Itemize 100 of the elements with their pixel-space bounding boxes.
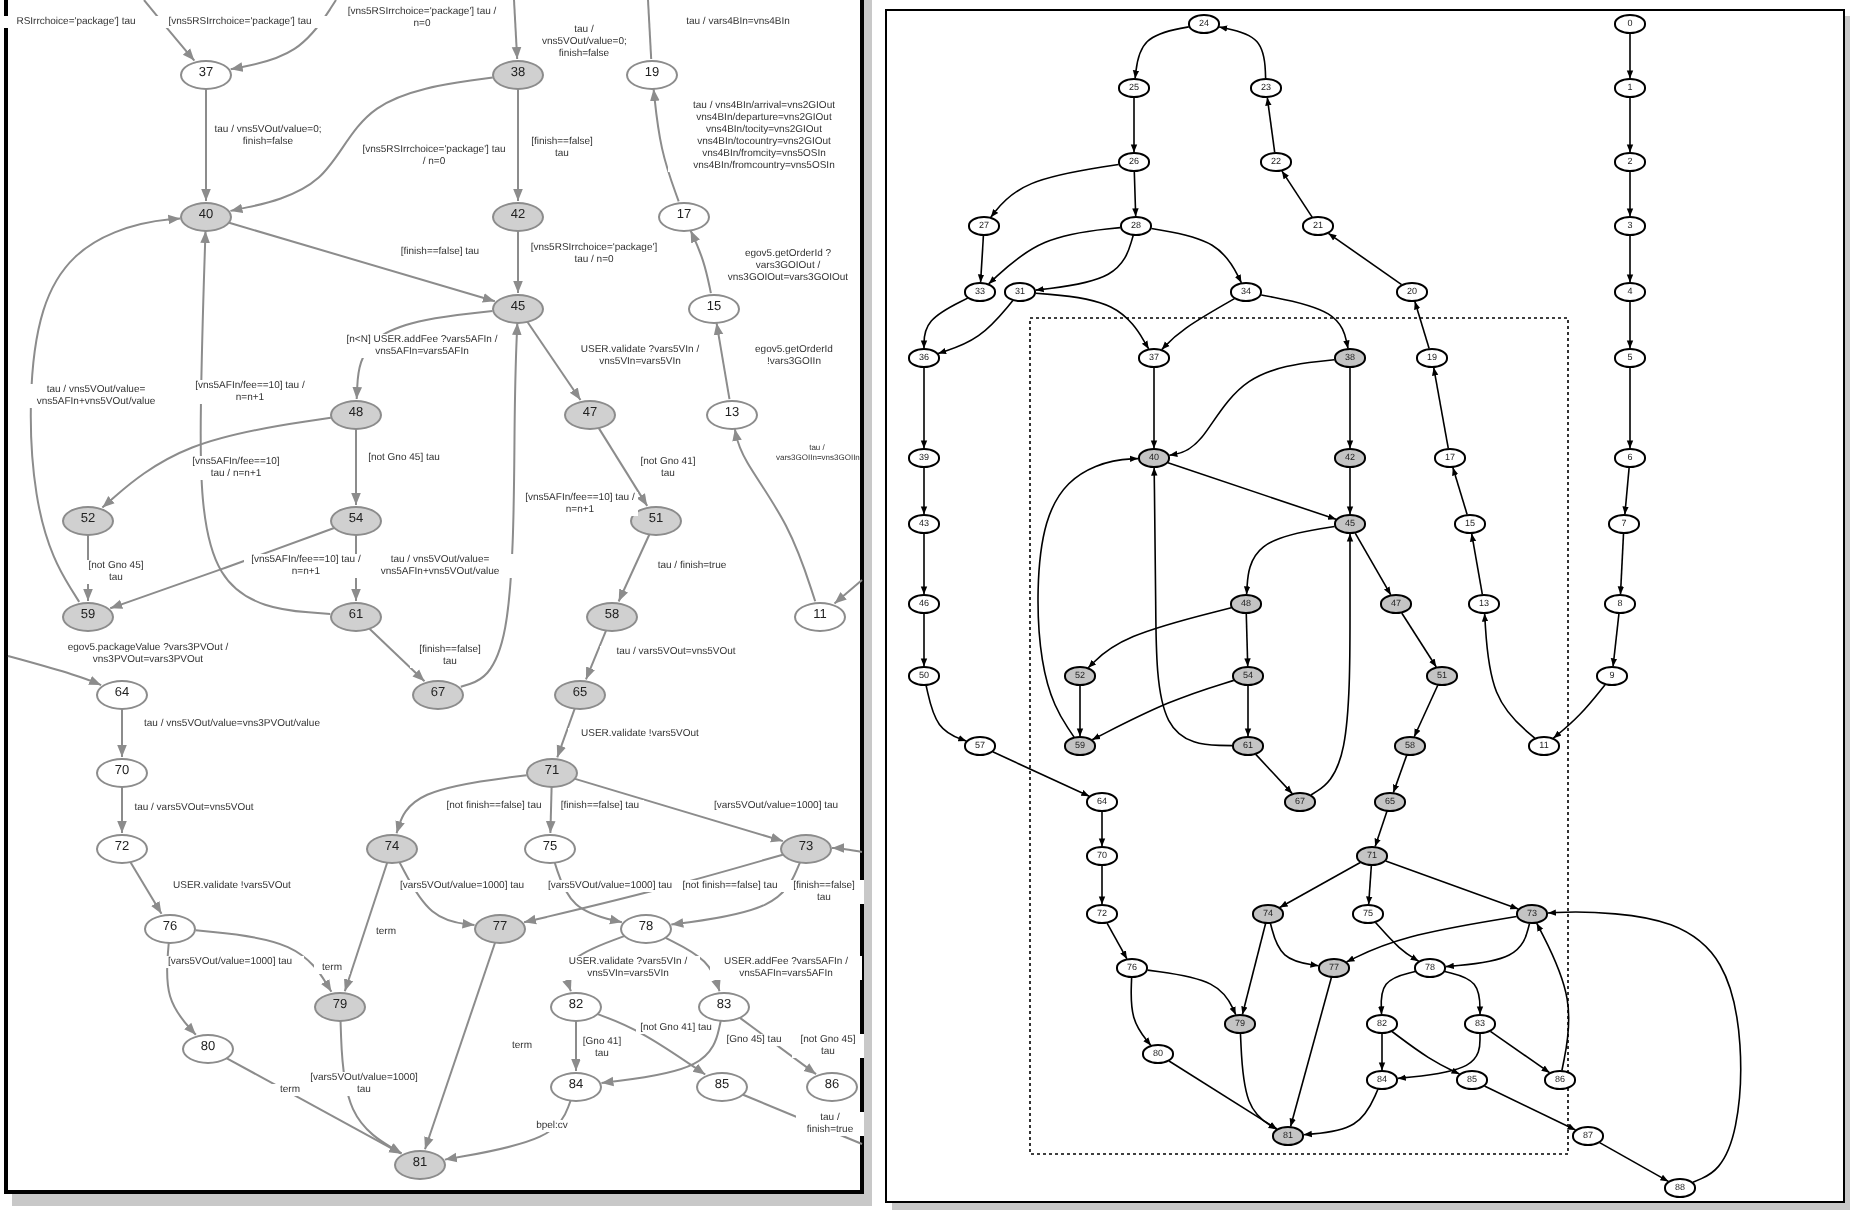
transition-arrow [925, 684, 968, 742]
transition-arrow [526, 320, 582, 402]
transition-arrow [398, 861, 476, 929]
transition-arrow [1146, 969, 1237, 1016]
transition-arrow [1626, 32, 1634, 80]
transition-arrow [545, 786, 556, 834]
transition-arrow [1469, 532, 1484, 596]
transition-arrow [194, 929, 333, 993]
transition-arrow [1303, 1088, 1379, 1138]
transition-arrow [664, 936, 721, 993]
transition-arrow [1289, 976, 1333, 1128]
transition-arrow [1432, 366, 1450, 450]
transition-arrow [831, 843, 863, 853]
transition-arrow [1391, 1030, 1461, 1075]
transition-arrow [1150, 366, 1158, 450]
transition-arrow [1626, 96, 1634, 154]
transition-arrow [229, 76, 494, 214]
transition-arrow [117, 708, 127, 758]
transition-arrow [1610, 612, 1620, 668]
transition-arrow [977, 234, 985, 284]
transition-arrow [1444, 970, 1484, 1016]
transition-arrow [1076, 684, 1084, 738]
transition-arrow [600, 1019, 722, 1087]
transition-arrow [513, 88, 523, 202]
transition-arrow [1310, 532, 1354, 796]
transition-arrow [513, 230, 523, 294]
transition-arrow [343, 861, 389, 993]
transition-arrow [1243, 525, 1336, 596]
transition-arrow [1037, 455, 1139, 738]
transition-arrow [1392, 754, 1408, 794]
transition-arrow [1384, 860, 1520, 910]
transition-arrow [1244, 684, 1252, 738]
transition-arrow [597, 427, 649, 507]
transition-arrow [1161, 297, 1236, 351]
transition-arrow [1132, 170, 1139, 218]
transition-arrow [1617, 532, 1625, 596]
transition-arrow [424, 941, 496, 1151]
transition-arrow [225, 1057, 403, 1155]
transition-arrow [129, 861, 163, 915]
transition-arrow [1241, 922, 1267, 1016]
transition-arrow [1327, 232, 1403, 286]
transition-arrow [1346, 466, 1354, 516]
transition-arrow [1414, 300, 1430, 350]
transition-arrow [1396, 1032, 1481, 1081]
transition-arrow [1087, 606, 1233, 669]
transition-arrow [1260, 294, 1350, 350]
transition-arrow [1255, 753, 1293, 795]
transition-arrow [351, 428, 361, 506]
transition-arrow [574, 777, 784, 843]
transition-arrow [556, 707, 576, 759]
transition-arrow [1378, 1032, 1386, 1072]
transition-arrow [990, 163, 1120, 219]
transition-arrow [511, 0, 522, 60]
transition-arrow [459, 322, 522, 688]
transition-arrow [7, 655, 103, 687]
transition-arrow [670, 861, 801, 928]
transition-arrow [1034, 234, 1134, 293]
transition-arrow [1168, 358, 1336, 458]
transition-arrow [1598, 1141, 1670, 1183]
transition-arrow [1378, 970, 1416, 1016]
transition-arrow [1345, 915, 1518, 963]
transition-arrow [29, 214, 182, 603]
transition-arrow [1374, 810, 1388, 848]
transition-arrow [920, 297, 969, 350]
transition-arrow [1481, 612, 1536, 739]
transition-arrow [229, 0, 337, 72]
transition-arrow [1130, 976, 1152, 1047]
transition-arrow [1150, 227, 1243, 284]
transition-arrow [1626, 170, 1634, 218]
transition-arrow [1281, 170, 1313, 218]
transition-arrow [1626, 300, 1634, 350]
transition-arrow [732, 427, 817, 603]
transition-arrow [1035, 292, 1150, 350]
transition-arrow [1168, 1060, 1278, 1130]
transition-arrow [1130, 96, 1138, 154]
transition-arrow [1265, 96, 1276, 154]
transition-arrow [395, 774, 528, 835]
transition-arrow [101, 416, 332, 509]
transition-arrow [920, 532, 928, 596]
transition-arrow [1535, 922, 1570, 1072]
transition-arrow [1218, 25, 1267, 80]
transition-arrow [553, 861, 623, 925]
transition-arrow [991, 751, 1091, 797]
transition-arrow [1400, 612, 1438, 668]
transition-arrow [1239, 1032, 1278, 1131]
transition-arrow [596, 1013, 707, 1076]
transition-arrow [617, 533, 651, 603]
transition-arrow [1098, 810, 1106, 848]
transition-arrow [1167, 461, 1337, 521]
transition-arrow [1091, 679, 1235, 741]
transition-arrow [1269, 922, 1320, 968]
transition-arrow [1452, 466, 1468, 516]
transition-arrow [1489, 1030, 1551, 1074]
transition-arrow [1354, 532, 1392, 596]
transition-arrow [1622, 466, 1630, 516]
transition-arrow [1151, 466, 1233, 747]
transition-arrow [920, 366, 928, 450]
transition-arrow [1552, 683, 1606, 739]
transition-arrow [713, 321, 731, 401]
transition-arrow [117, 786, 127, 834]
